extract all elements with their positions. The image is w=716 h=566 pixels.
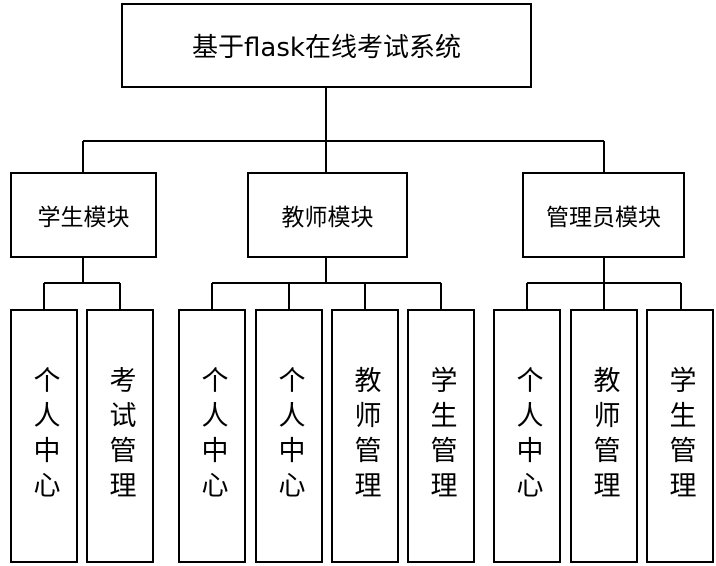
leaf-label: 学生管理 xyxy=(425,366,457,506)
teacher-teacher-management-node: 教师管理 xyxy=(331,309,399,563)
leaf-label: 学生管理 xyxy=(664,366,696,506)
root-node: 基于flask在线考试系统 xyxy=(121,3,532,88)
leaf-label: 个人中心 xyxy=(28,366,60,506)
teacher-module-node: 教师模块 xyxy=(247,172,408,258)
leaf-label: 个人中心 xyxy=(196,366,228,506)
student-personal-center-node: 个人中心 xyxy=(10,309,78,563)
admin-teacher-management-node: 教师管理 xyxy=(570,309,638,563)
admin-personal-center-node: 个人中心 xyxy=(493,309,561,563)
module-label: 教师模块 xyxy=(281,205,374,231)
admin-student-management-node: 学生管理 xyxy=(646,309,714,563)
student-exam-management-node: 考试管理 xyxy=(86,309,154,563)
root-label: 基于flask在线考试系统 xyxy=(192,33,461,63)
leaf-label: 个人中心 xyxy=(511,366,543,506)
leaf-label: 教师管理 xyxy=(588,366,620,506)
student-module-node: 学生模块 xyxy=(10,172,157,258)
leaf-label: 个人中心 xyxy=(273,366,305,506)
module-label: 学生模块 xyxy=(37,205,130,231)
teacher-personal-center-node-2: 个人中心 xyxy=(255,309,323,563)
admin-module-node: 管理员模块 xyxy=(522,172,685,258)
leaf-label: 考试管理 xyxy=(104,366,136,506)
teacher-student-management-node: 学生管理 xyxy=(407,309,475,563)
module-label: 管理员模块 xyxy=(546,205,661,231)
teacher-personal-center-node-1: 个人中心 xyxy=(178,309,246,563)
leaf-label: 教师管理 xyxy=(349,366,381,506)
